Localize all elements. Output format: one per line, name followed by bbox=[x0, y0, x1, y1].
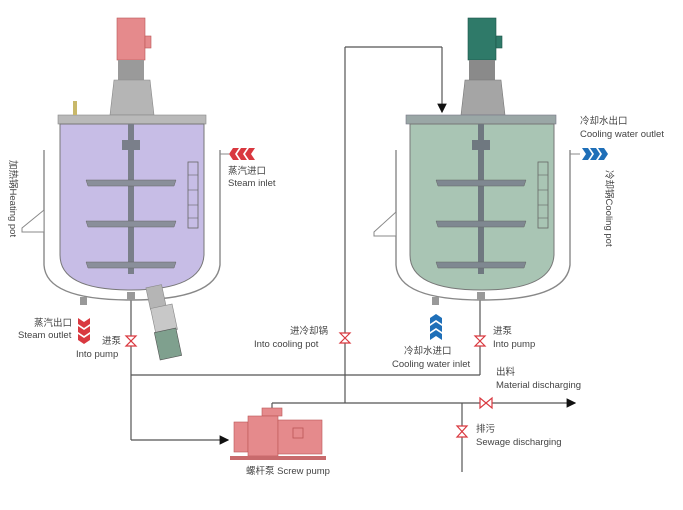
cooling-into-pump-label-cn: 进泵 bbox=[493, 326, 513, 337]
cooling-shaft bbox=[478, 124, 484, 274]
svg-text:冷却锅Cooling pot: 冷却锅Cooling pot bbox=[603, 170, 615, 247]
steam-inlet-label-en: Steam inlet bbox=[228, 178, 276, 189]
screw-pump bbox=[230, 407, 326, 460]
heating-into-pump-label-en: Into pump bbox=[76, 349, 118, 360]
screw-pump-label: 螺杆泵 Screw pump bbox=[246, 465, 330, 477]
sewage-discharging-label-cn: 排污 bbox=[476, 423, 496, 435]
material-discharging-label-cn: 出料 bbox=[496, 366, 516, 378]
steam-outlet-label-cn: 蒸汽出口 bbox=[34, 317, 72, 329]
cooling-water-inlet-label-en: Cooling water inlet bbox=[392, 359, 471, 370]
heating-shaft bbox=[128, 124, 134, 274]
valve-sewage bbox=[455, 425, 469, 438]
steam-inlet-label-cn: 蒸汽进口 bbox=[228, 165, 266, 177]
cooling-water-inlet-label-cn: 冷却水进口 bbox=[404, 345, 452, 357]
heating-pot-label: 加热锅Heating pot bbox=[7, 160, 19, 237]
steam-outlet-label-en: Steam outlet bbox=[18, 330, 72, 341]
heating-pot bbox=[21, 17, 255, 361]
cooling-water-outlet-label-en: Cooling water outlet bbox=[580, 129, 664, 140]
steam-outlet-arrows bbox=[78, 318, 90, 344]
cooling-motor bbox=[467, 17, 497, 61]
cooling-lid bbox=[405, 114, 557, 125]
cooling-gearbox bbox=[460, 79, 506, 116]
valve-cooling-into-pump bbox=[473, 335, 487, 347]
svg-text:加热锅Heating pot: 加热锅Heating pot bbox=[7, 160, 19, 237]
valve-heating-into-pump bbox=[124, 335, 138, 347]
into-cooling-pot-label-en: Into cooling pot bbox=[254, 339, 319, 350]
cooling-water-inlet-arrows bbox=[430, 314, 442, 340]
valve-into-cooling-pot bbox=[338, 332, 352, 344]
material-discharging-label-en: Material discharging bbox=[496, 380, 581, 391]
sewage-discharging-label-en: Sewage discharging bbox=[476, 437, 562, 448]
heating-lid bbox=[57, 114, 207, 125]
cooling-water-outlet-arrows bbox=[582, 148, 608, 160]
bottom-homogenizer bbox=[145, 284, 183, 361]
steam-inlet-arrows bbox=[229, 148, 255, 160]
heating-motor bbox=[116, 17, 146, 61]
heating-into-pump-label-cn: 进泵 bbox=[102, 336, 122, 347]
valve-material-discharging bbox=[479, 396, 493, 410]
cooling-water-outlet-label-cn: 冷却水出口 bbox=[580, 115, 628, 127]
cooling-pot bbox=[373, 17, 608, 340]
cooling-into-pump-label-en: Into pump bbox=[493, 339, 535, 350]
into-cooling-pot-label-cn: 进冷却锅 bbox=[290, 325, 328, 337]
cooling-pot-label: 冷却锅Cooling pot bbox=[603, 170, 615, 247]
heating-gearbox bbox=[109, 79, 155, 116]
pipe-network bbox=[130, 46, 577, 472]
